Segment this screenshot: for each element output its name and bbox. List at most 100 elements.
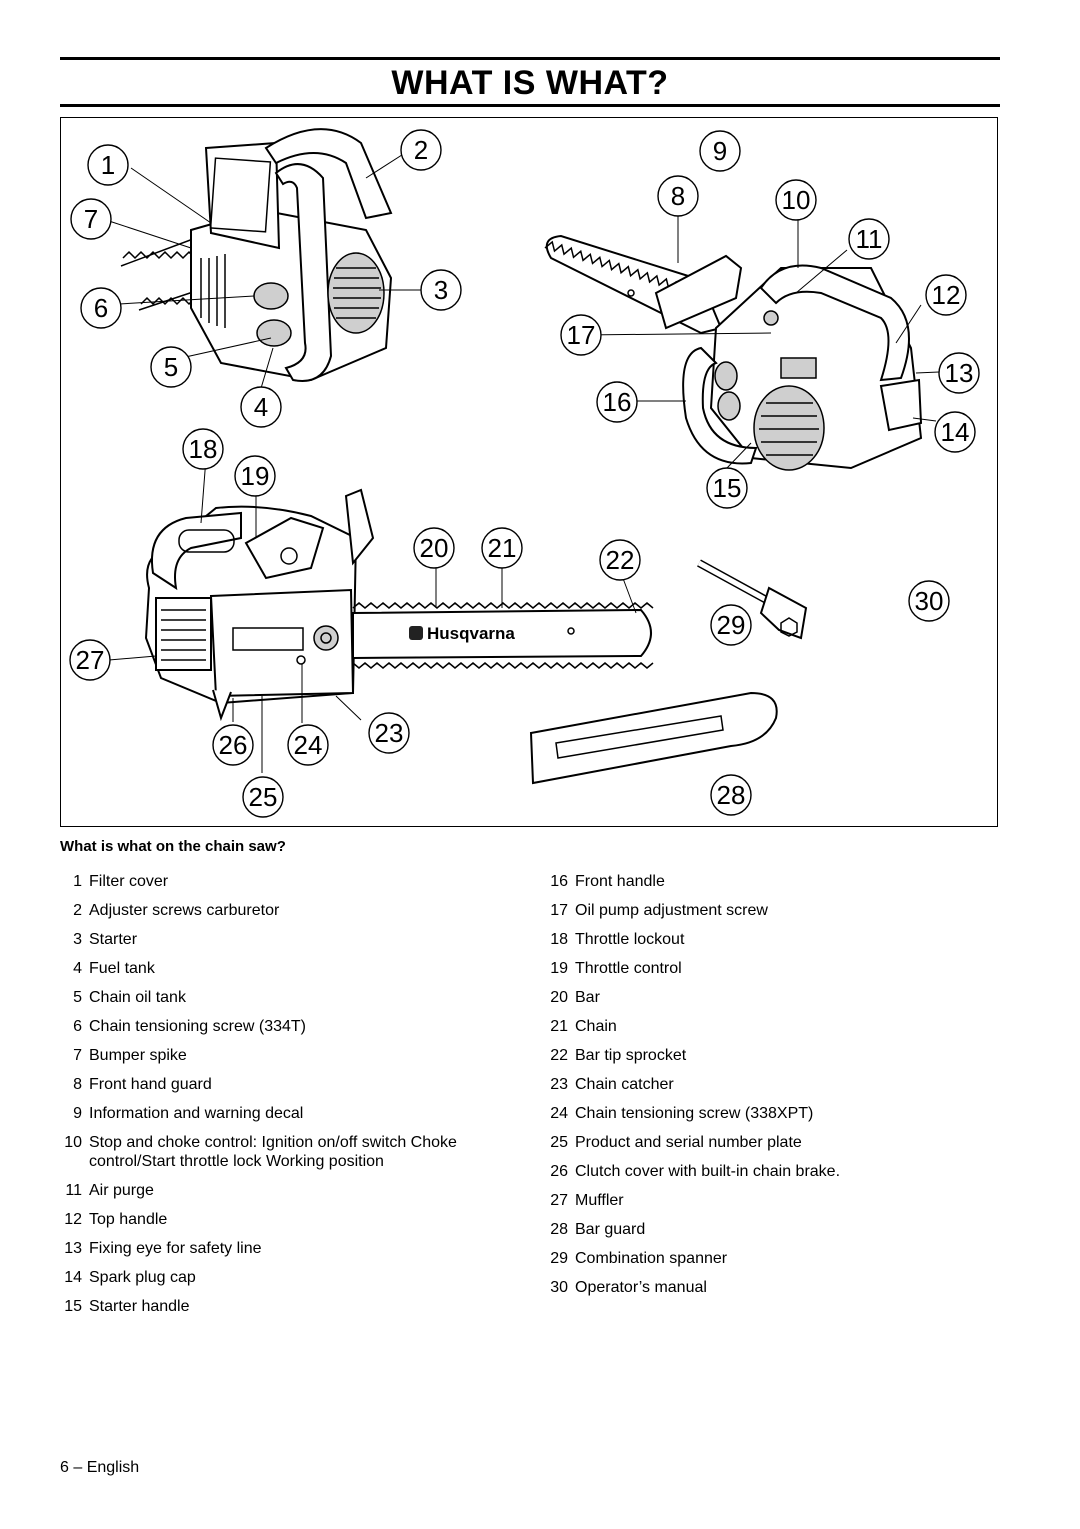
part-label: Filter cover bbox=[89, 873, 169, 890]
svg-text:27: 27 bbox=[76, 645, 105, 675]
header-rule-top bbox=[60, 57, 1000, 60]
part-number: 18 bbox=[550, 931, 568, 948]
svg-text:15: 15 bbox=[713, 473, 742, 503]
part-number: 10 bbox=[64, 1134, 82, 1151]
part-number: 21 bbox=[550, 1018, 568, 1035]
part-number: 20 bbox=[550, 989, 568, 1006]
part-number: 7 bbox=[73, 1047, 82, 1064]
callout-15: 15 bbox=[706, 467, 748, 509]
combination-spanner-drawing bbox=[697, 559, 808, 640]
part-number: 19 bbox=[550, 960, 568, 977]
part-number: 15 bbox=[64, 1298, 82, 1315]
svg-text:8: 8 bbox=[671, 181, 685, 211]
part-label: Front handle bbox=[575, 873, 665, 890]
list-item: 20 Bar bbox=[546, 988, 1006, 1007]
part-number: 27 bbox=[550, 1192, 568, 1209]
callout-24: 24 bbox=[287, 724, 329, 766]
part-label: Bar bbox=[575, 989, 600, 1006]
svg-text:17: 17 bbox=[567, 320, 596, 350]
svg-text:11: 11 bbox=[856, 224, 883, 254]
part-label: Throttle control bbox=[575, 960, 682, 977]
svg-text:29: 29 bbox=[717, 610, 746, 640]
callout-28: 28 bbox=[710, 774, 752, 816]
page-footer: 6 – English bbox=[60, 1459, 140, 1476]
part-number: 4 bbox=[73, 960, 82, 977]
part-number: 24 bbox=[550, 1105, 568, 1122]
svg-text:9: 9 bbox=[713, 136, 727, 166]
section-caption: What is what on the chain saw? bbox=[60, 838, 286, 855]
part-number: 30 bbox=[550, 1279, 568, 1296]
part-label: Combination spanner bbox=[575, 1250, 728, 1267]
callouts: 1 2 3 4 5 6 7 8 9 10 11 12 13 14 15 16 1… bbox=[69, 129, 980, 818]
svg-text:24: 24 bbox=[294, 730, 323, 760]
part-number: 26 bbox=[550, 1163, 568, 1180]
bar-guard-drawing bbox=[529, 691, 778, 785]
svg-text:22: 22 bbox=[606, 545, 635, 575]
page-title: WHAT IS WHAT? bbox=[391, 64, 669, 102]
part-label: Chain bbox=[575, 1018, 617, 1035]
list-item: 10 Stop and choke control: Ignition on/of… bbox=[60, 1133, 520, 1171]
part-number: 2 bbox=[73, 902, 82, 919]
list-item: 19 Throttle control bbox=[546, 959, 1006, 978]
part-label: Chain oil tank bbox=[89, 989, 186, 1006]
svg-text:18: 18 bbox=[189, 434, 218, 464]
part-label: Throttle lockout bbox=[575, 931, 685, 948]
header-rule-bottom bbox=[60, 104, 1000, 107]
svg-text:Husqvarna: Husqvarna bbox=[427, 624, 515, 643]
part-number: 22 bbox=[550, 1047, 568, 1064]
part-label: Air purge bbox=[89, 1182, 154, 1199]
list-item: 21 Chain bbox=[546, 1017, 1006, 1036]
svg-text:3: 3 bbox=[434, 275, 448, 305]
svg-text:12: 12 bbox=[932, 280, 961, 310]
callout-29: 29 bbox=[710, 604, 752, 646]
callout-2: 2 bbox=[400, 129, 442, 171]
callout-30: 30 bbox=[908, 580, 950, 622]
part-number: 29 bbox=[550, 1250, 568, 1267]
callout-12: 12 bbox=[925, 274, 967, 316]
part-label: Muffler bbox=[575, 1192, 624, 1209]
part-label: Information and warning decal bbox=[89, 1105, 304, 1122]
callout-7: 7 bbox=[70, 198, 112, 240]
front-view-drawing bbox=[544, 234, 923, 471]
callout-1: 1 bbox=[87, 144, 129, 186]
part-label: Product and serial number plate bbox=[575, 1134, 802, 1151]
part-number: 28 bbox=[550, 1221, 568, 1238]
svg-text:13: 13 bbox=[945, 358, 974, 388]
part-label: Bar guard bbox=[575, 1221, 646, 1238]
part-label: Front hand guard bbox=[89, 1076, 212, 1093]
part-label: Starter handle bbox=[89, 1298, 190, 1315]
part-label: Top handle bbox=[89, 1211, 168, 1228]
part-number: 14 bbox=[64, 1269, 82, 1286]
list-item: 18 Throttle lockout bbox=[546, 930, 1006, 949]
husqvarna-logo: Husqvarna bbox=[409, 624, 515, 643]
part-label: Starter bbox=[89, 931, 138, 948]
list-item: 7 Bumper spike bbox=[60, 1046, 520, 1065]
part-label: Bumper spike bbox=[89, 1047, 187, 1064]
side-view-drawing: Husqvarna bbox=[144, 488, 654, 722]
svg-text:14: 14 bbox=[941, 417, 970, 447]
part-number: 13 bbox=[64, 1240, 82, 1257]
svg-text:1: 1 bbox=[101, 150, 115, 180]
callout-11: 11 bbox=[848, 218, 890, 260]
part-label: Operator’s manual bbox=[575, 1279, 707, 1296]
svg-text:10: 10 bbox=[782, 185, 811, 215]
svg-text:25: 25 bbox=[249, 782, 278, 812]
callout-21: 21 bbox=[481, 527, 523, 569]
part-label: Stop and choke control: Ignition on/off … bbox=[89, 1134, 457, 1170]
svg-text:23: 23 bbox=[375, 718, 404, 748]
list-item: 29 Combination spanner bbox=[546, 1249, 1006, 1268]
